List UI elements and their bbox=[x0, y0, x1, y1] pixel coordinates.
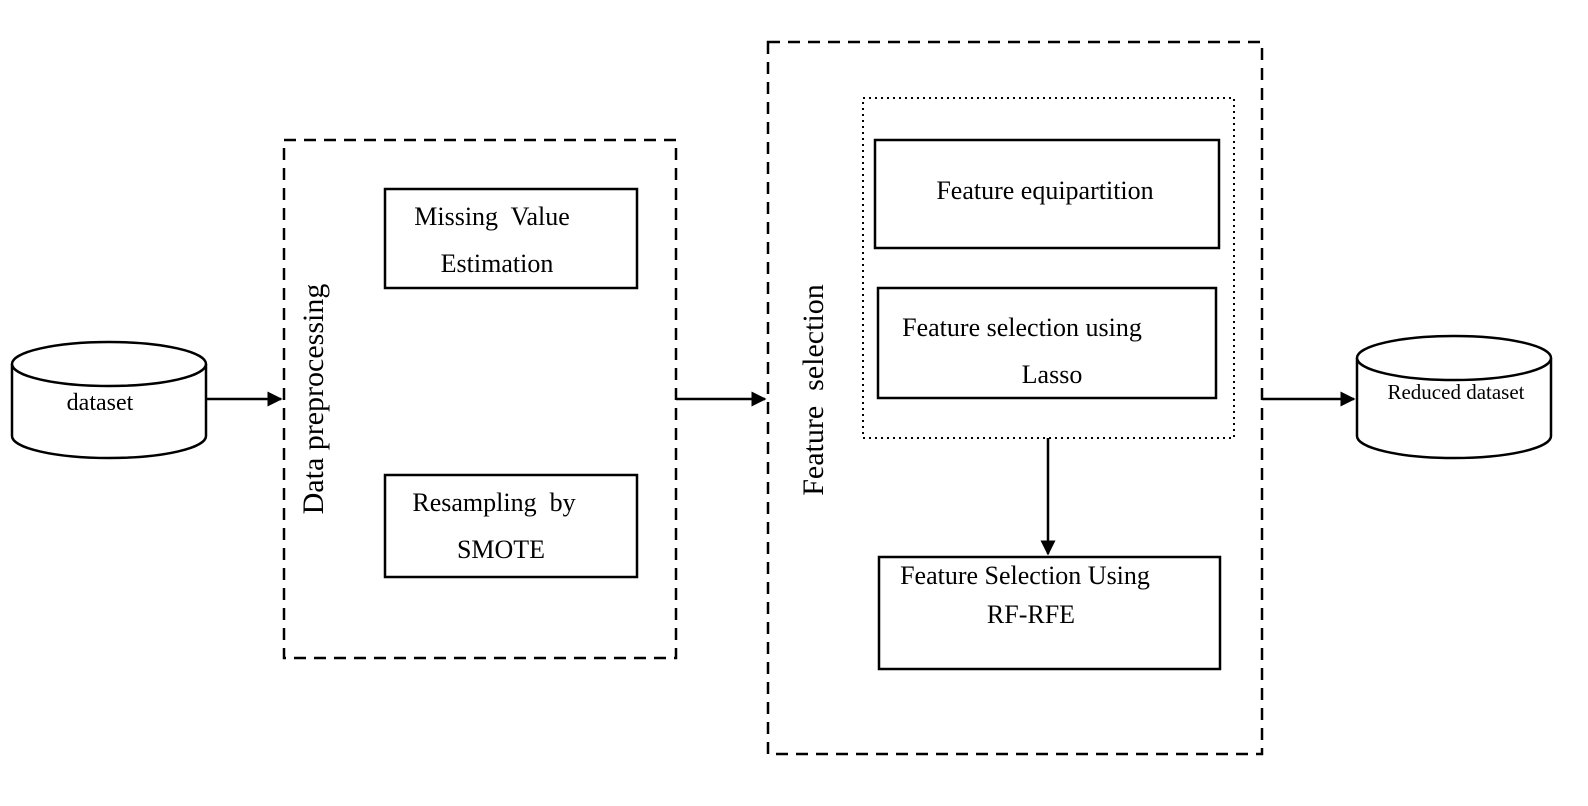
reduced-dataset-cylinder: Reduced dataset bbox=[1355, 334, 1553, 460]
data-preprocessing-label: Data preprocessing bbox=[297, 284, 330, 515]
missing-value-line1: Missing Value bbox=[414, 202, 570, 231]
rf-rfe-box bbox=[877, 555, 1222, 671]
reduced-dataset-label: Reduced dataset bbox=[1387, 380, 1524, 404]
rf-rfe-line1: Feature Selection Using bbox=[900, 561, 1150, 590]
feature-selection-label: Feature selection bbox=[797, 284, 830, 496]
lasso-box bbox=[876, 286, 1218, 400]
resampling-line1: Resampling by bbox=[412, 488, 575, 517]
feature-equipartition-label: Feature equipartition bbox=[936, 176, 1153, 205]
lasso-line2: Lasso bbox=[1022, 360, 1083, 389]
feature-selection-group: Feature selection Feature equipartition … bbox=[766, 40, 1264, 756]
lasso-line1: Feature selection using bbox=[902, 313, 1142, 342]
resampling-box bbox=[383, 473, 639, 579]
missing-value-line2: Estimation bbox=[441, 249, 554, 278]
feature-equipartition-box bbox=[873, 138, 1221, 250]
data-preprocessing-group: Data preprocessing Missing Value Estimat… bbox=[282, 138, 678, 660]
dataset-cylinder: dataset bbox=[10, 340, 208, 460]
filter-stage-container bbox=[862, 97, 1235, 439]
missing-value-box bbox=[383, 187, 639, 290]
resampling-line2: SMOTE bbox=[457, 535, 545, 564]
rf-rfe-line2: RF-RFE bbox=[987, 600, 1075, 629]
dataset-label: dataset bbox=[67, 390, 134, 416]
